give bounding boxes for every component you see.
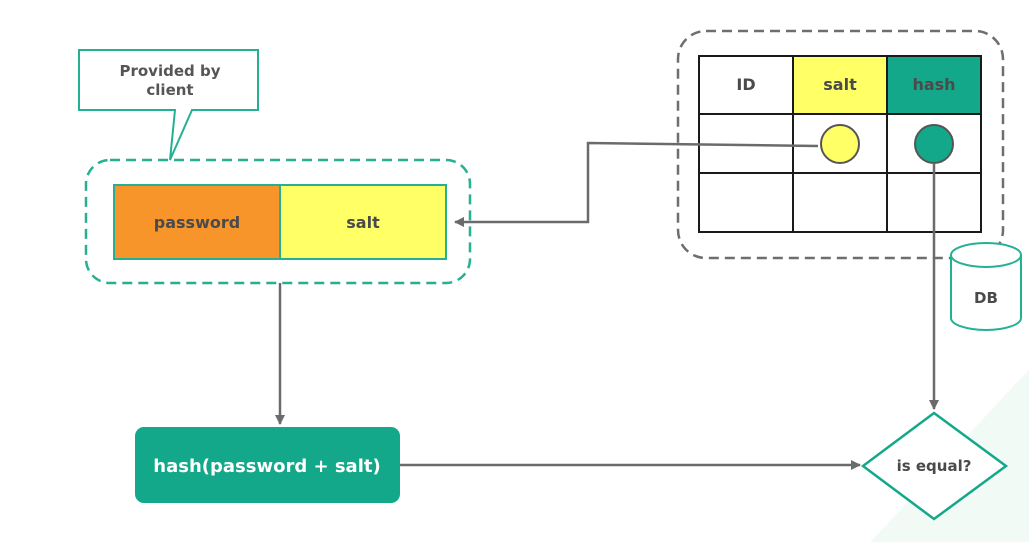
password-label: password [154, 213, 240, 232]
db-table: ID salt hash [698, 55, 982, 233]
salt-fetch-arrow [454, 141, 819, 227]
client-callout: Provided by client [78, 49, 259, 161]
db-label: DB [974, 289, 998, 307]
hash-function-box: hash(password + salt) [135, 427, 400, 503]
database-icon: DB [950, 242, 1022, 331]
db-header-hash-bg [887, 56, 981, 114]
stored-salt-circle [820, 124, 860, 164]
salt-cell: salt [279, 184, 447, 260]
db-header-id: ID [736, 75, 755, 94]
db-table-dashed-border [676, 29, 1005, 260]
password-cell: password [113, 184, 281, 260]
stored-hash-circle [914, 124, 954, 164]
decision-label: is equal? [897, 457, 972, 475]
db-header-salt-bg [793, 56, 887, 114]
db-header-hash: hash [912, 75, 955, 94]
is-equal-decision: is equal? [860, 411, 1009, 521]
callout-line-1: Provided by [119, 62, 220, 80]
callout-line-2: client [146, 81, 193, 99]
input-group-dashed-border [84, 158, 472, 285]
db-header-salt: salt [823, 75, 857, 94]
hash-function-label: hash(password + salt) [153, 456, 380, 477]
corner-decoration [870, 370, 1029, 542]
salt-label: salt [346, 213, 380, 232]
